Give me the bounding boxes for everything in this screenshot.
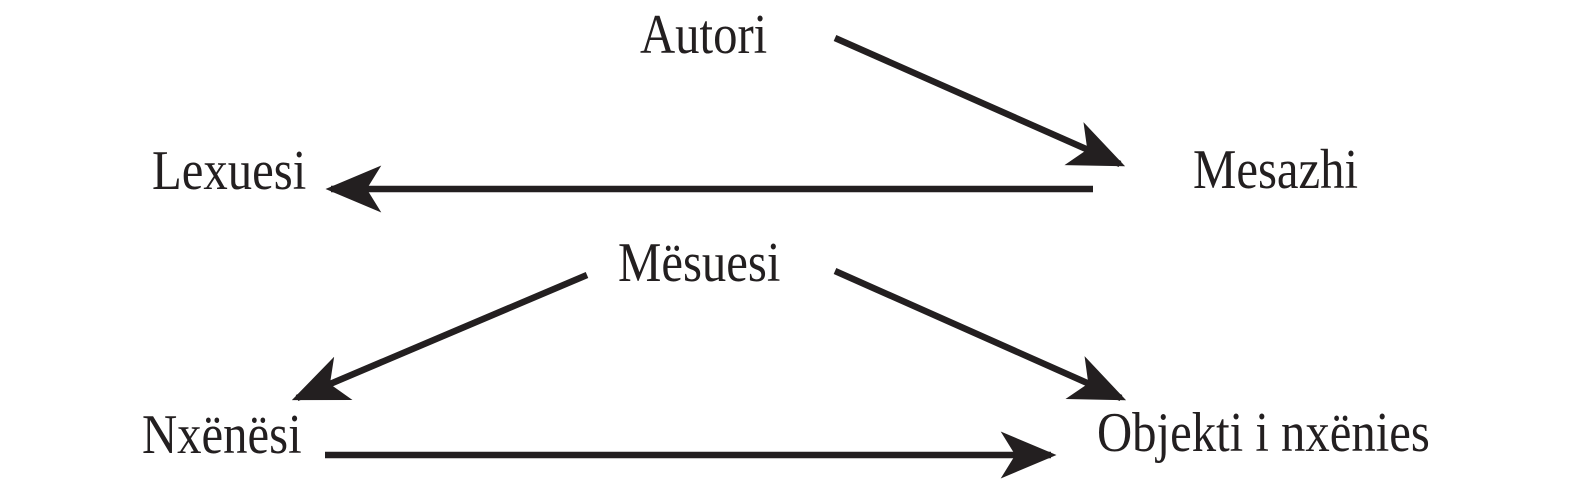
- edge-mesuesi-objekti: [833, 268, 1127, 401]
- node-label-mesuesi: Mësuesi: [618, 232, 781, 294]
- diagram-edges: [291, 35, 1127, 479]
- edge-autori-mesazhi: [833, 35, 1126, 167]
- node-label-lexuesi: Lexuesi: [152, 140, 307, 202]
- node-label-autori: Autori: [640, 4, 768, 66]
- node-label-nxenesi: Nxënësi: [142, 404, 302, 466]
- node-label-objekti: Objekti i nxënies: [1097, 402, 1430, 464]
- edge-mesuesi-nxenesi: [291, 272, 589, 401]
- node-label-mesazhi: Mesazhi: [1193, 139, 1359, 201]
